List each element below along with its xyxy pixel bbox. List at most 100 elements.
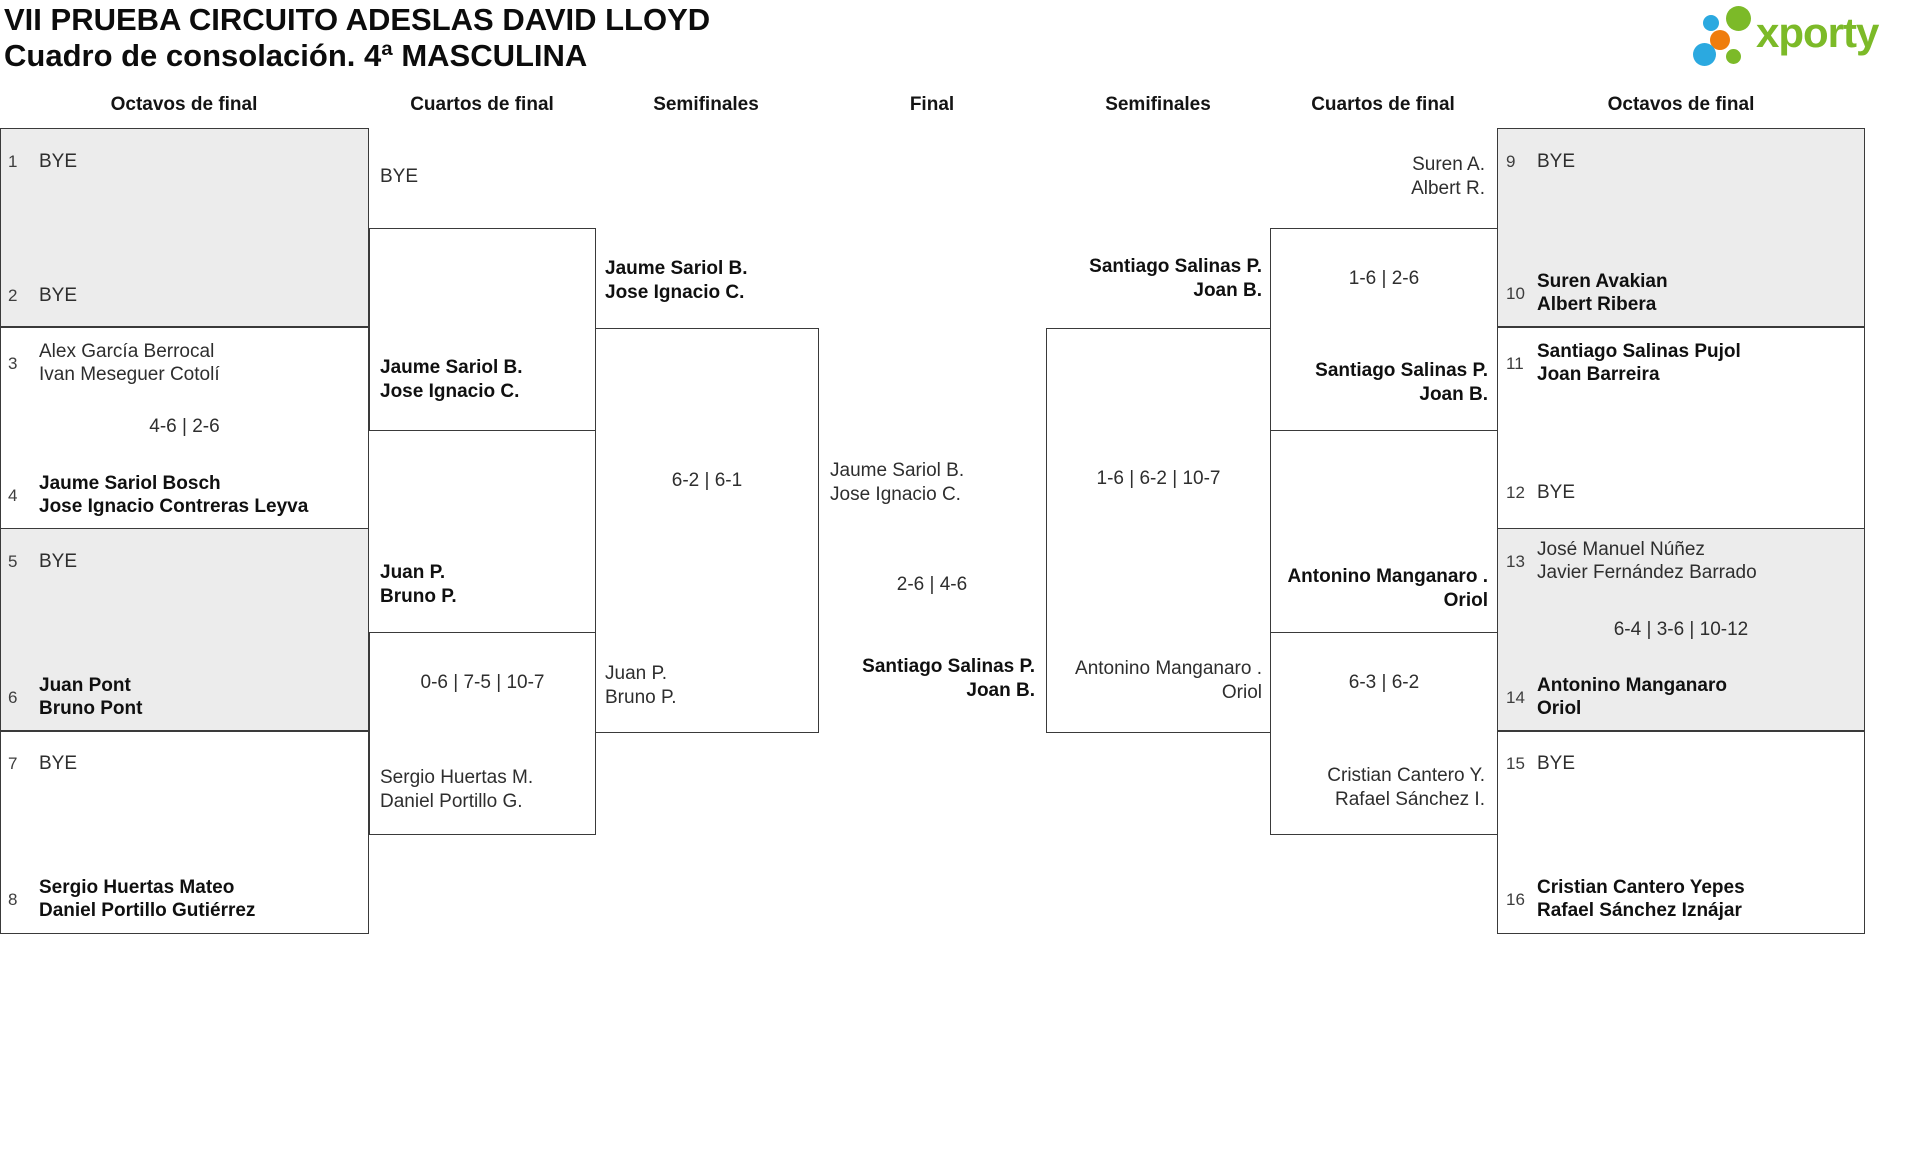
round-header-octavos-right: Octavos de final — [1607, 94, 1755, 115]
seed-row-15: 15 BYE — [1506, 752, 1575, 775]
seed-number: 16 — [1506, 889, 1525, 909]
score-final: 2-6 | 4-6 — [896, 574, 968, 595]
player-name: Jaume Sariol B. — [380, 357, 523, 378]
round-header-semis-left: Semifinales — [653, 94, 759, 115]
cuartos-right-bottom-team-a: Antonino Manganaro . Oriol — [1270, 565, 1488, 612]
seed-row-12: 12 BYE — [1506, 481, 1575, 504]
seed-number: 3 — [8, 353, 18, 373]
seed-row-1: 1 BYE — [8, 150, 77, 173]
round-header-final: Final — [909, 94, 955, 115]
match-box-semifinal-left — [595, 328, 819, 733]
player-name: Jaume Sariol B. — [605, 258, 748, 279]
player-name: Bruno P. — [380, 585, 457, 607]
player-name: Sergio Huertas M. — [380, 767, 534, 788]
match-box-octavos-5-6 — [0, 528, 369, 732]
player-name: Jose Ignacio C. — [830, 483, 961, 505]
seed-number: 9 — [1506, 152, 1516, 171]
semifinal-left-team-a: Jaume Sariol B. Jose Ignacio C. — [605, 257, 748, 304]
cuartos-left-bottom-team-a: Juan P. Bruno P. — [380, 561, 457, 608]
team-name: BYE — [1537, 482, 1576, 503]
seed-number: 12 — [1506, 483, 1525, 502]
score-cuartos-right-bottom: 6-3 | 6-2 — [1348, 672, 1420, 693]
logo-dot-green-big — [1726, 6, 1751, 31]
player-name: Jose Ignacio C. — [605, 281, 745, 303]
semifinal-left-team-b: Juan P. Bruno P. — [605, 662, 676, 709]
match-box-octavos-1-2 — [0, 128, 369, 328]
seed-row-3: 3 Alex García Berrocal Ivan Meseguer Cot… — [8, 340, 220, 386]
seed-number: 11 — [1506, 353, 1524, 373]
player-name: Oriol — [1443, 589, 1488, 611]
player-name: Antonino Manganaro — [1537, 675, 1727, 696]
player-name: Jose Ignacio C. — [380, 380, 520, 402]
seed-row-9: 9 BYE — [1506, 150, 1575, 173]
seed-number: 7 — [8, 754, 18, 773]
match-box-cuartos-right-bottom — [1270, 632, 1498, 835]
player-name: Santiago Salinas Pujol — [1537, 341, 1741, 362]
cuartos-left-top-team-a: BYE — [380, 165, 418, 189]
player-name: Antonino Manganaro . — [1287, 566, 1488, 587]
player-name: Jaume Sariol B. — [830, 460, 965, 481]
player-name: Jose Ignacio Contreras Leyva — [39, 496, 309, 517]
seed-row-5: 5 BYE — [8, 550, 77, 573]
seed-number: 5 — [8, 552, 18, 571]
cuartos-left-top-team-b: Jaume Sariol B. Jose Ignacio C. — [380, 356, 523, 403]
round-header-cuartos-right: Cuartos de final — [1311, 94, 1455, 115]
cuartos-right-top-team-a: Suren A. Albert R. — [1270, 153, 1485, 200]
score-cuartos-left-bottom: 0-6 | 7-5 | 10-7 — [420, 672, 545, 693]
match-box-semifinal-right — [1046, 328, 1271, 733]
player-name: Sergio Huertas Mateo — [39, 877, 235, 898]
score-octavos-13-14: 6-4 | 3-6 | 10-12 — [1613, 619, 1749, 640]
logo-wordmark: xporty — [1756, 9, 1879, 56]
player-name: Daniel Portillo Gutiérrez — [39, 900, 256, 921]
seed-row-7: 7 BYE — [8, 752, 77, 775]
cuartos-right-top-team-b: Santiago Salinas P. Joan B. — [1270, 359, 1488, 406]
player-name: Juan Pont — [39, 675, 131, 696]
player-name: Juan P. — [380, 562, 446, 583]
bracket-subtitle: Cuadro de consolación. 4ª MASCULINA — [4, 38, 588, 73]
player-name: Alex García Berrocal — [39, 341, 215, 362]
player-name: Bruno P. — [605, 686, 677, 708]
round-header-cuartos-left: Cuartos de final — [410, 94, 554, 115]
player-name: Santiago Salinas P. — [1089, 256, 1262, 277]
seed-row-6: 6 Juan Pont Bruno Pont — [8, 674, 142, 720]
seed-row-4: 4 Jaume Sariol Bosch Jose Ignacio Contre… — [8, 472, 308, 518]
team-name: BYE — [39, 753, 78, 774]
player-name: Cristian Cantero Yepes — [1537, 877, 1745, 898]
team-name: BYE — [39, 151, 78, 172]
team-name: BYE — [39, 551, 78, 572]
match-box-octavos-13-14 — [1497, 528, 1865, 732]
team-name: BYE — [1537, 753, 1576, 774]
seed-number: 8 — [8, 889, 18, 909]
cuartos-right-bottom-team-b: Cristian Cantero Y. Rafael Sánchez I. — [1270, 764, 1485, 811]
page-title: VII PRUEBA CIRCUITO ADESLAS DAVID LLOYD … — [4, 2, 710, 74]
seed-number: 13 — [1506, 551, 1525, 571]
cuartos-left-bottom-team-b: Sergio Huertas M. Daniel Portillo G. — [380, 766, 533, 813]
player-name: Bruno Pont — [39, 698, 143, 719]
player-name: Joan B. — [1193, 279, 1262, 301]
semifinal-right-team-b: Antonino Manganaro . Oriol — [1046, 657, 1262, 704]
seed-row-10: 10 Suren Avakian Albert Ribera — [1506, 270, 1668, 316]
player-name: Rafael Sánchez Iznájar — [1537, 900, 1742, 921]
seed-number: 1 — [8, 152, 18, 171]
player-name: Albert R. — [1411, 177, 1485, 199]
player-name: Suren Avakian — [1537, 271, 1668, 292]
player-name: Javier Fernández Barrado — [1537, 562, 1757, 583]
seed-number: 15 — [1506, 754, 1525, 773]
team-name: BYE — [1537, 151, 1576, 172]
seed-number: 10 — [1506, 283, 1525, 303]
match-box-cuartos-left-bottom — [369, 632, 596, 835]
final-team-b: Santiago Salinas P. Joan B. — [818, 655, 1035, 702]
player-name: Rafael Sánchez I. — [1335, 788, 1485, 810]
seed-row-11: 11 Santiago Salinas Pujol Joan Barreira — [1506, 340, 1741, 386]
player-name: Santiago Salinas P. — [1315, 360, 1488, 381]
final-team-a: Jaume Sariol B. Jose Ignacio C. — [830, 459, 964, 506]
seed-row-14: 14 Antonino Manganaro Oriol — [1506, 674, 1727, 720]
score-octavos-3-4: 4-6 | 2-6 — [149, 416, 220, 437]
logo-dot-blue-big — [1693, 43, 1716, 66]
seed-row-8: 8 Sergio Huertas Mateo Daniel Portillo G… — [8, 876, 255, 922]
player-name: Cristian Cantero Y. — [1327, 765, 1485, 786]
player-name: Santiago Salinas P. — [862, 656, 1035, 677]
score-semifinal-right: 1-6 | 6-2 | 10-7 — [1096, 468, 1221, 489]
player-name: Albert Ribera — [1537, 294, 1657, 315]
seed-number: 2 — [8, 286, 18, 305]
